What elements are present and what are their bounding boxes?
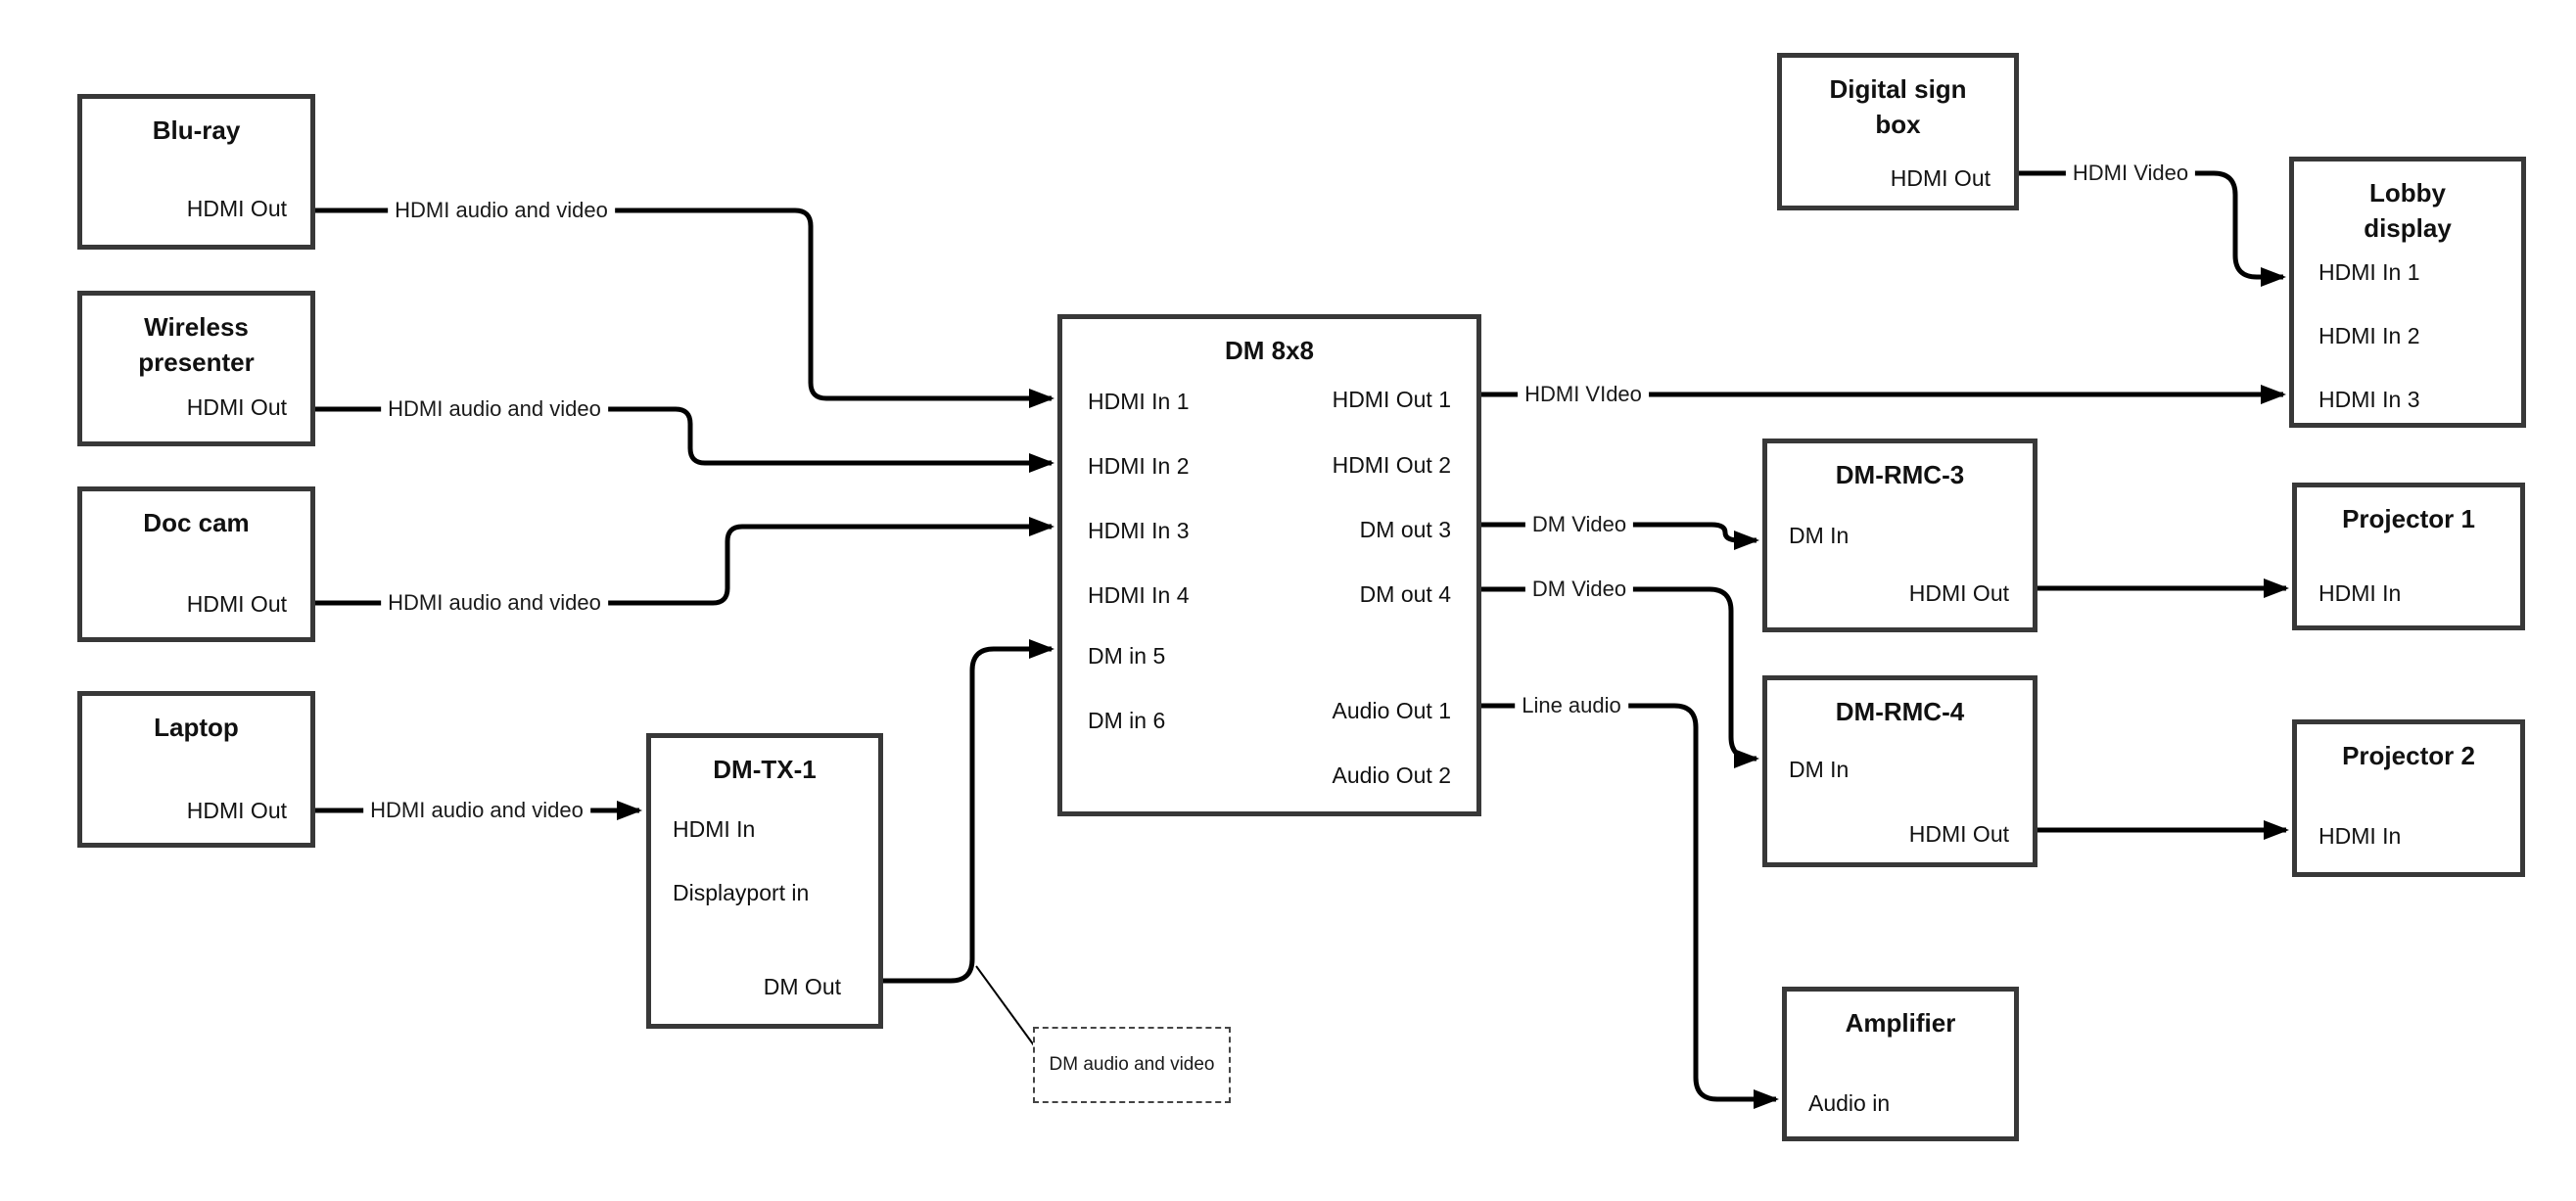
callout-dm-audio-video: DM audio and video xyxy=(1033,1027,1231,1103)
port-hdmi-out-1: HDMI Out 1 xyxy=(1332,387,1451,412)
node-amplifier: Amplifier Audio in xyxy=(1782,987,2019,1141)
port-hdmi-in-2: HDMI In 2 xyxy=(1088,453,1190,479)
port-dm-in-6: DM in 6 xyxy=(1088,708,1166,733)
node-proj2-title: Projector 2 xyxy=(2342,741,2475,770)
port-hdmi-in: HDMI In xyxy=(2318,580,2402,606)
port-hdmi-in-4: HDMI In 4 xyxy=(1088,582,1190,608)
node-lobby-display: Lobby display HDMI In 1 HDMI In 2 HDMI I… xyxy=(2289,157,2526,428)
port-hdmi-in-2: HDMI In 2 xyxy=(2318,323,2420,348)
node-proj1-title: Projector 1 xyxy=(2342,504,2475,533)
port-dm-out-4: DM out 4 xyxy=(1359,581,1451,607)
port-hdmi-out: HDMI Out xyxy=(186,196,287,221)
wire-doccam-to-dm8x8-in3 xyxy=(315,517,1054,606)
wire-wireless-to-dm8x8-in2 xyxy=(315,406,1054,473)
port-hdmi-out: HDMI Out xyxy=(186,394,287,420)
node-digitalsign-title: Digital sign box xyxy=(1829,74,1967,139)
port-dm-in: DM In xyxy=(1789,757,1850,782)
node-projector-1: Projector 1 HDMI In xyxy=(2292,483,2525,630)
port-dm-out: DM Out xyxy=(763,974,841,999)
port-hdmi-in: HDMI In xyxy=(673,816,756,842)
wire-label-hdmi-video-sign: HDMI Video xyxy=(2065,161,2196,186)
node-dm-rmc-3: DM-RMC-3 DM In HDMI Out xyxy=(1762,439,2037,632)
wire-digitalsign-to-lobby-in1 xyxy=(2019,170,2286,287)
node-dm-8x8: DM 8x8 HDMI In 1 HDMI In 2 HDMI In 3 HDM… xyxy=(1057,314,1481,816)
port-hdmi-in-3: HDMI In 3 xyxy=(2318,387,2420,412)
wire-bluray-to-dm8x8-in1 xyxy=(315,208,1054,408)
callout-leader-line xyxy=(975,965,1035,1046)
port-hdmi-out: HDMI Out xyxy=(186,798,287,823)
node-dm8x8-title: DM 8x8 xyxy=(1224,336,1315,365)
wire-label-hdmi-video-out1: HDMI VIdeo xyxy=(1518,382,1649,407)
node-dmtx1-title: DM-TX-1 xyxy=(713,755,817,784)
node-doccam-title: Doc cam xyxy=(143,508,250,537)
node-lobby-title: Lobby display xyxy=(2364,178,2452,243)
wire-label-dm-video-out4: DM Video xyxy=(1524,577,1634,602)
port-hdmi-in-1: HDMI In 1 xyxy=(1088,389,1190,414)
wire-label-hdmi-av-laptop: HDMI audio and video xyxy=(363,798,590,823)
port-audio-out-1: Audio Out 1 xyxy=(1332,698,1451,723)
node-dm-rmc-4: DM-RMC-4 DM In HDMI Out xyxy=(1762,675,2037,867)
node-wireless-title: Wireless presenter xyxy=(138,312,255,377)
node-bluray: Blu-ray HDMI Out xyxy=(77,94,315,250)
port-hdmi-in-3: HDMI In 3 xyxy=(1088,518,1190,543)
port-hdmi-in-1: HDMI In 1 xyxy=(2318,259,2420,285)
node-laptop-title: Laptop xyxy=(154,713,239,742)
wire-label-dm-video-out3: DM Video xyxy=(1524,512,1634,537)
port-hdmi-out: HDMI Out xyxy=(1908,580,2009,606)
node-laptop: Laptop HDMI Out xyxy=(77,691,315,848)
port-hdmi-out: HDMI Out xyxy=(1890,165,1991,191)
port-dm-in-5: DM in 5 xyxy=(1088,643,1166,669)
node-bluray-title: Blu-ray xyxy=(152,115,241,145)
port-dm-in: DM In xyxy=(1789,523,1850,548)
node-projector-2: Projector 2 HDMI In xyxy=(2292,719,2525,877)
wire-label-line-audio: Line audio xyxy=(1515,693,1628,718)
port-hdmi-out: HDMI Out xyxy=(186,591,287,617)
node-digital-sign-box: Digital sign box HDMI Out xyxy=(1777,53,2019,210)
node-wireless-presenter: Wireless presenter HDMI Out xyxy=(77,291,315,446)
wire-label-hdmi-av-doccam: HDMI audio and video xyxy=(381,590,608,616)
port-audio-out-2: Audio Out 2 xyxy=(1332,762,1451,788)
wire-label-hdmi-av-wireless: HDMI audio and video xyxy=(381,396,608,422)
wire-dm8x8-aout1-to-amplifier xyxy=(1481,703,1779,1109)
wire-dm8x8-out4-to-dmrmc4 xyxy=(1481,586,1759,768)
port-hdmi-out-2: HDMI Out 2 xyxy=(1332,452,1451,478)
port-hdmi-in: HDMI In xyxy=(2318,823,2402,849)
port-displayport-in: Displayport in xyxy=(673,880,810,905)
node-dmrmc4-title: DM-RMC-4 xyxy=(1835,697,1965,726)
node-dmrmc3-title: DM-RMC-3 xyxy=(1835,460,1965,489)
wire-dmtx1-to-dm8x8-in5 xyxy=(883,639,1054,984)
port-dm-out-3: DM out 3 xyxy=(1359,517,1451,542)
node-doc-cam: Doc cam HDMI Out xyxy=(77,486,315,642)
node-amplifier-title: Amplifier xyxy=(1845,1008,1956,1038)
wire-label-hdmi-av-bluray: HDMI audio and video xyxy=(388,198,615,223)
node-dm-tx-1: DM-TX-1 HDMI In Displayport in DM Out xyxy=(646,733,883,1029)
port-hdmi-out: HDMI Out xyxy=(1908,821,2009,847)
wire-dm8x8-out3-to-dmrmc3 xyxy=(1481,522,1759,550)
port-audio-in: Audio in xyxy=(1808,1090,1891,1116)
